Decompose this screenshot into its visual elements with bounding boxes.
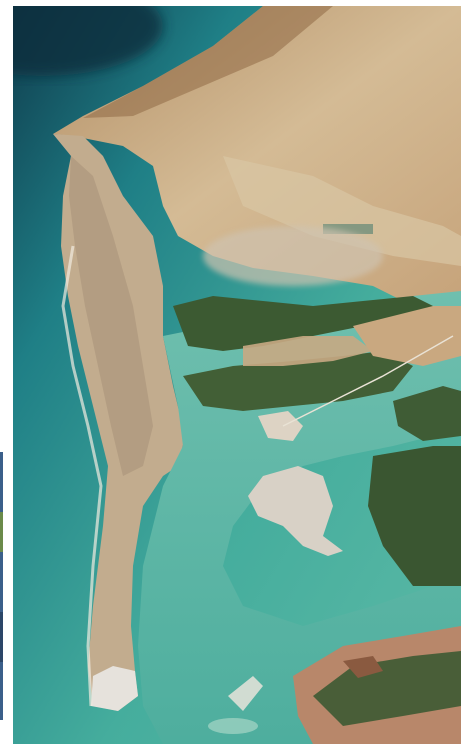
- mangrove-east: [368, 446, 461, 586]
- island: [248, 466, 343, 556]
- aerial-photo: [13, 6, 461, 744]
- mangrove-north: [173, 296, 433, 351]
- left-edge-photo-strip: [0, 452, 3, 720]
- mangrove-middle: [183, 351, 413, 411]
